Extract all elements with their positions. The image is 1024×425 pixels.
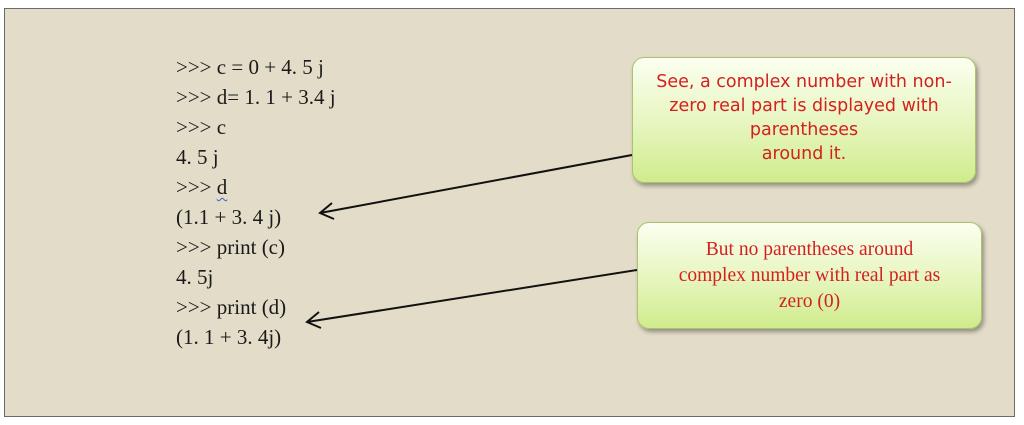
callout-text-line: zero (0) xyxy=(778,291,841,312)
code-line: >>> c = 0 + 4. 5 j xyxy=(176,55,324,79)
python-code-listing: >>> c = 0 + 4. 5 j >>> d= 1. 1 + 3.4 j >… xyxy=(176,52,336,352)
callout-parentheses-note: See, a complex number with non- zero rea… xyxy=(632,57,976,183)
callout-text-line: But no parentheses around xyxy=(705,239,914,260)
callout-text-line: around it. xyxy=(761,144,847,164)
code-line: >>> c xyxy=(176,115,227,139)
code-line: >>> print (c) xyxy=(176,235,285,259)
spellcheck-underlined-word: d xyxy=(216,175,228,199)
callout-no-parentheses-note: But no parentheses around complex number… xyxy=(637,222,982,329)
callout-text-line: See, a complex number with non- xyxy=(656,72,952,92)
code-line: 4. 5j xyxy=(176,265,214,289)
code-line: 4. 5 j xyxy=(176,145,219,169)
code-prompt: >>> xyxy=(176,175,217,199)
callout-text-line: zero real part is displayed with xyxy=(669,96,939,116)
callout-text-line: parentheses xyxy=(749,120,859,140)
callout-text-line: complex number with real part as xyxy=(678,265,941,286)
code-line: >>> d= 1. 1 + 3.4 j xyxy=(176,85,336,109)
code-line: (1. 1 + 3. 4j) xyxy=(176,325,282,349)
code-line: (1.1 + 3. 4 j) xyxy=(176,205,282,229)
code-line: >>> d xyxy=(176,172,336,202)
code-line: >>> print (d) xyxy=(176,295,287,319)
